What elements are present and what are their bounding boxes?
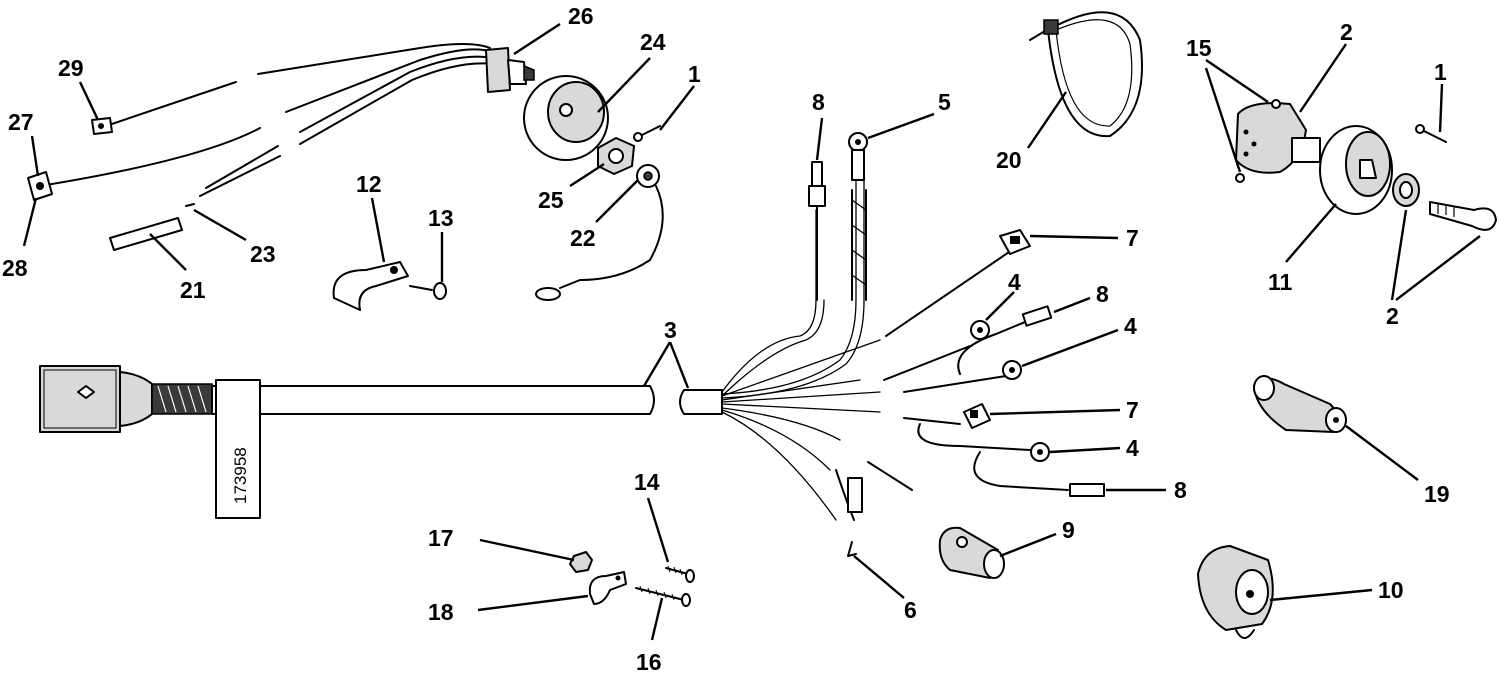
component-10	[1197, 545, 1274, 639]
cable-tie-20	[1029, 11, 1143, 138]
callout-8-top: 8	[812, 89, 825, 115]
harness-wires	[721, 149, 881, 521]
callout-2-top: 2	[1340, 19, 1353, 45]
callout-18: 18	[428, 599, 454, 625]
connector-9	[938, 526, 1005, 579]
bezel-11	[1319, 125, 1393, 215]
spade-connector-7-top	[885, 229, 1031, 337]
callout-12: 12	[356, 171, 382, 197]
callout-7-top: 7	[1126, 225, 1139, 251]
callout-1-left: 1	[688, 61, 701, 87]
callout-3: 3	[664, 317, 677, 343]
callout-7-bottom: 7	[1126, 397, 1139, 423]
callout-2-bottom: 2	[1386, 303, 1399, 329]
callout-20: 20	[996, 147, 1022, 173]
main-harness-cable: 173958	[39, 365, 723, 519]
screws-15	[1235, 99, 1281, 183]
screw-14	[665, 565, 695, 583]
leader-lines	[22, 22, 1481, 641]
callout-9: 9	[1062, 517, 1075, 543]
harness-cable-left	[211, 385, 655, 415]
nut-25	[597, 137, 635, 175]
callout-13: 13	[428, 205, 454, 231]
callout-10: 10	[1378, 577, 1404, 603]
terminal-group-right	[883, 305, 1105, 497]
callout-24: 24	[640, 29, 666, 55]
screw-13	[409, 282, 447, 300]
nut-17	[569, 551, 593, 573]
callout-15: 15	[1186, 35, 1212, 61]
lower-branch-6	[835, 461, 913, 557]
connector-8-top	[808, 161, 826, 301]
clip-18	[588, 571, 627, 605]
callout-28: 28	[2, 255, 28, 281]
callout-21: 21	[180, 277, 206, 303]
ring-terminal-5	[848, 132, 868, 301]
clamp-12	[332, 261, 409, 311]
part-number-text: 173958	[231, 447, 250, 504]
callout-4-c: 4	[1126, 435, 1139, 461]
callout-6: 6	[904, 597, 917, 623]
callout-4-b: 4	[1124, 313, 1137, 339]
callout-8-c: 8	[1174, 477, 1187, 503]
callout-17: 17	[428, 525, 454, 551]
screw-1-right	[1415, 124, 1447, 143]
part-number-tag	[215, 379, 261, 519]
screw-1-left	[633, 125, 661, 142]
harness-cable-right	[679, 389, 723, 415]
callout-16: 16	[636, 649, 662, 674]
callout-19: 19	[1424, 481, 1450, 507]
lanyard-22	[535, 164, 664, 301]
callout-27: 27	[8, 109, 34, 135]
hardware-small	[569, 551, 695, 607]
callout-26: 26	[568, 3, 594, 29]
callout-5: 5	[938, 89, 951, 115]
ignition-switch-2	[1235, 102, 1321, 174]
plug-boot	[119, 371, 153, 427]
callout-23: 23	[250, 241, 276, 267]
nut-and-key-2	[1392, 173, 1497, 231]
callout-25: 25	[538, 187, 564, 213]
plug-key-mark	[77, 385, 95, 399]
connector-19	[1253, 375, 1347, 433]
callout-4-a: 4	[1008, 269, 1021, 295]
upper-left-leads	[27, 43, 535, 251]
callout-14: 14	[634, 469, 660, 495]
callout-29: 29	[58, 55, 84, 81]
callout-1-right: 1	[1434, 59, 1447, 85]
screw-16	[635, 585, 691, 607]
callout-22: 22	[570, 225, 596, 251]
callout-11: 11	[1268, 269, 1293, 295]
callout-labels: 26 24 29 27 28 21 23 12 13 1 25 22 8 5 2…	[2, 3, 1450, 674]
harness-plug-body	[39, 365, 121, 433]
bezel-24	[523, 75, 609, 161]
callout-8-b: 8	[1096, 281, 1109, 307]
